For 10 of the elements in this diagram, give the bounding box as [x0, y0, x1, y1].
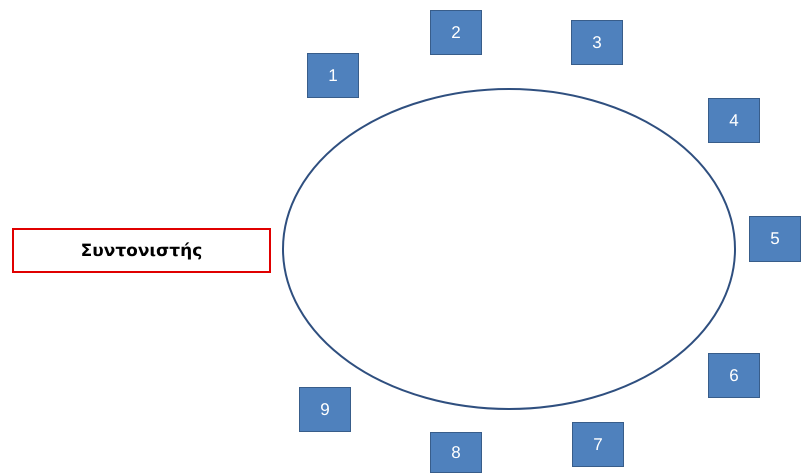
- seat-number-box: 3: [571, 20, 623, 65]
- seat-number-box: 9: [299, 387, 351, 432]
- seat-number-box: 7: [572, 422, 624, 467]
- seat-number-box: 1: [307, 53, 359, 98]
- seat-number-box: 6: [708, 353, 760, 398]
- seat-number-box: 4: [708, 98, 760, 143]
- coordinator-box: Συντονιστής: [12, 228, 271, 273]
- seat-number-box: 2: [430, 10, 482, 55]
- seat-number-box: 8: [430, 432, 482, 473]
- seat-number-box: 5: [749, 216, 801, 262]
